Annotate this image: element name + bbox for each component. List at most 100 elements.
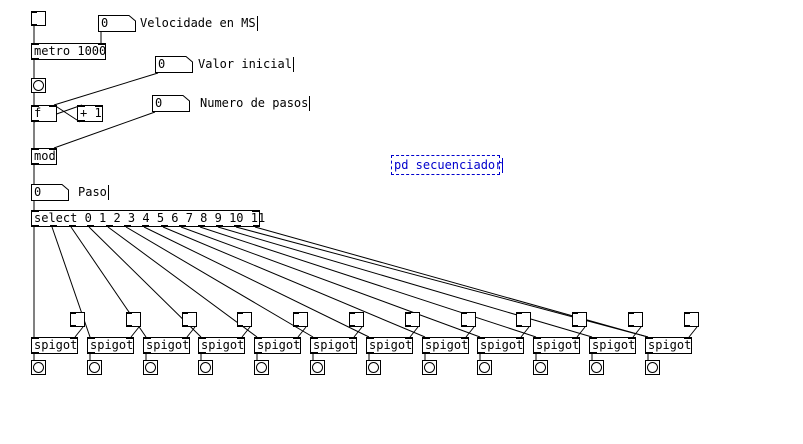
step-value: 0	[34, 185, 42, 199]
spigot-label: spigot	[592, 338, 636, 352]
spigot-bang[interactable]	[254, 360, 269, 375]
patch-cord	[576, 326, 586, 338]
spigot-object[interactable]: spigot	[645, 337, 692, 354]
patch-cord	[409, 326, 419, 338]
step-label: Paso	[78, 185, 109, 200]
patch-cord	[353, 326, 363, 338]
spigot-object[interactable]: spigot	[422, 337, 469, 354]
patch-cord	[254, 226, 649, 338]
patch-cord	[520, 326, 530, 338]
select-outlet	[106, 225, 113, 227]
patch-cord	[465, 326, 475, 338]
spigot-object[interactable]: spigot	[143, 337, 190, 354]
patch-cord	[180, 226, 481, 338]
spigot-toggle[interactable]	[349, 312, 364, 327]
spigot-label: spigot	[90, 338, 134, 352]
plus-one-label: + 1	[80, 106, 102, 120]
metro-toggle[interactable]	[31, 11, 46, 26]
patch-cord	[53, 72, 159, 106]
spigot-object[interactable]: spigot	[31, 337, 78, 354]
spigot-label: spigot	[34, 338, 78, 352]
spigot-label: spigot	[480, 338, 524, 352]
float-object[interactable]: f	[31, 105, 57, 122]
steps-value: 0	[155, 96, 163, 110]
select-object[interactable]: select 0 1 2 3 4 5 6 7 8 9 10 11	[31, 210, 265, 227]
spigot-bang[interactable]	[589, 360, 604, 375]
spigot-toggle[interactable]	[405, 312, 420, 327]
select-outlet	[124, 225, 131, 227]
patch-cord	[297, 326, 307, 338]
spigot-object[interactable]: spigot	[87, 337, 134, 354]
spigot-toggle[interactable]	[628, 312, 643, 327]
spigot-object[interactable]: spigot	[533, 337, 580, 354]
spigot-bang[interactable]	[645, 360, 660, 375]
select-outlet	[69, 225, 76, 227]
spigot-toggle[interactable]	[293, 312, 308, 327]
select-outlet	[87, 225, 94, 227]
speed-value: 0	[101, 16, 109, 30]
patch-cord	[107, 226, 258, 338]
spigot-label: spigot	[257, 338, 301, 352]
metro-object[interactable]: metro 1000	[31, 43, 106, 60]
spigot-object[interactable]: spigot	[589, 337, 636, 354]
patch-cord	[143, 226, 370, 338]
spigot-label: spigot	[146, 338, 190, 352]
spigot-label: spigot	[425, 338, 469, 352]
select-outlet	[253, 225, 260, 227]
plus-one-object[interactable]: + 1	[77, 105, 103, 122]
patch-cord	[688, 326, 698, 338]
spigot-bang[interactable]	[366, 360, 381, 375]
spigot-object[interactable]: spigot	[310, 337, 357, 354]
spigot-object[interactable]: spigot	[198, 337, 245, 354]
spigot-toggle[interactable]	[461, 312, 476, 327]
select-outlet	[161, 225, 168, 227]
spigot-label: spigot	[369, 338, 413, 352]
spigot-label: spigot	[201, 338, 245, 352]
spigot-object[interactable]: spigot	[254, 337, 301, 354]
spigot-toggle[interactable]	[516, 312, 531, 327]
select-outlet	[216, 225, 223, 227]
select-outlet	[50, 225, 57, 227]
spigot-bang[interactable]	[87, 360, 102, 375]
float-label: f	[34, 106, 42, 120]
spigot-toggle[interactable]	[126, 312, 141, 327]
initial-value: 0	[158, 57, 166, 71]
patch-cord	[53, 111, 156, 149]
select-outlet	[142, 225, 149, 227]
spigot-label: spigot	[648, 338, 692, 352]
patch-cord	[74, 326, 84, 338]
spigot-bang[interactable]	[198, 360, 213, 375]
spigot-toggle[interactable]	[70, 312, 85, 327]
spigot-toggle[interactable]	[237, 312, 252, 327]
metro-label: metro 1000	[34, 44, 107, 58]
spigot-bang[interactable]	[310, 360, 325, 375]
subpatch-label: pd secuenciador	[394, 158, 503, 172]
patch-cord	[125, 226, 314, 338]
patch-cord	[53, 104, 81, 123]
select-label: select 0 1 2 3 4 5 6 7 8 9 10 11	[34, 211, 266, 225]
spigot-bang[interactable]	[477, 360, 492, 375]
select-outlet	[32, 225, 39, 227]
metro-bang[interactable]	[31, 78, 46, 93]
spigot-toggle[interactable]	[182, 312, 197, 327]
spigot-toggle[interactable]	[572, 312, 587, 327]
patch-cord	[130, 326, 140, 338]
spigot-object[interactable]: spigot	[366, 337, 413, 354]
mod-object[interactable]: mod	[31, 148, 57, 165]
pd-secuenciador-subpatch[interactable]: pd secuenciador	[391, 155, 504, 175]
patch-cord	[186, 326, 196, 338]
spigot-bang[interactable]	[533, 360, 548, 375]
speed-label: Velocidade en MS	[140, 16, 258, 31]
spigot-label: spigot	[313, 338, 357, 352]
patch-cord	[199, 226, 537, 338]
spigot-object[interactable]: spigot	[477, 337, 524, 354]
spigot-bang[interactable]	[422, 360, 437, 375]
select-outlet	[234, 225, 241, 227]
patch-cord	[162, 226, 426, 338]
spigot-bang[interactable]	[143, 360, 158, 375]
initial-label: Valor inicial	[198, 57, 294, 72]
mod-label: mod	[34, 149, 56, 163]
spigot-toggle[interactable]	[684, 312, 699, 327]
spigot-bang[interactable]	[31, 360, 46, 375]
